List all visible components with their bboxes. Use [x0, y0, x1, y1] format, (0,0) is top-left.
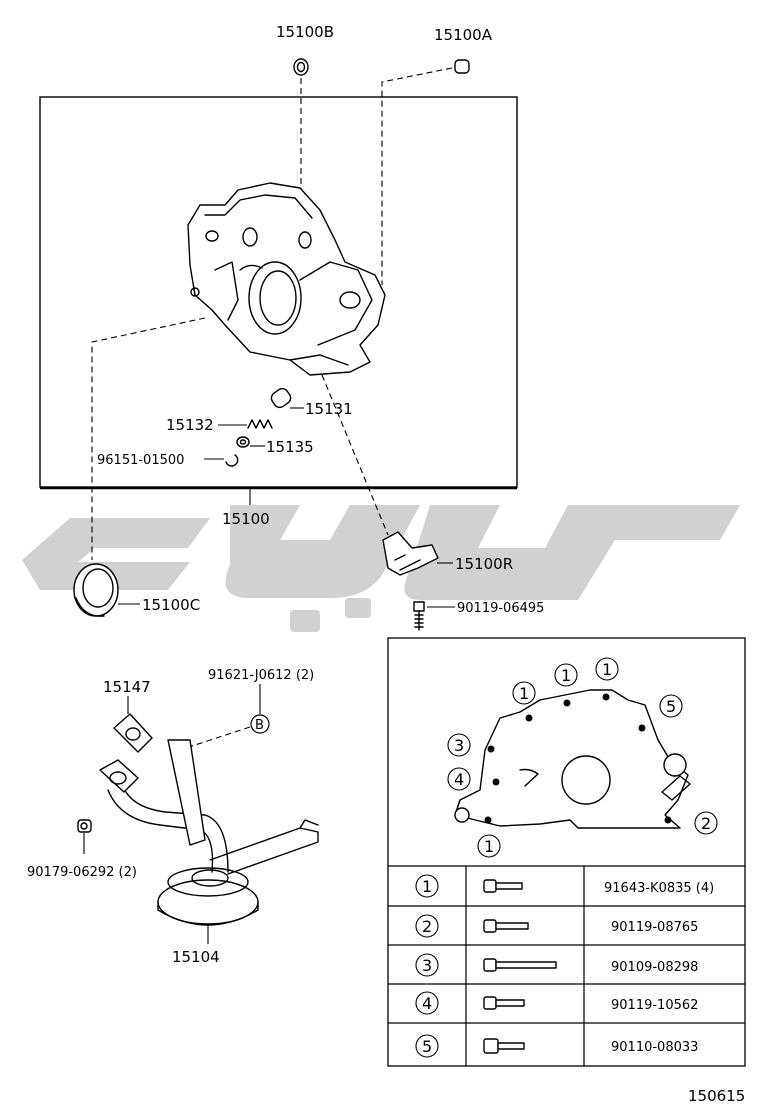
bolt-90119-06495: [413, 601, 425, 631]
table-part-number: 90119-10562: [611, 998, 698, 1013]
label-15132: 15132: [166, 416, 214, 434]
marker-1c: 1: [602, 660, 612, 679]
bolt-icon: [483, 996, 525, 1010]
bolt-ref-letter: B: [255, 718, 264, 733]
oil-pump-body: [187, 182, 386, 376]
marker-5: 5: [666, 697, 676, 716]
label-15100A: 15100A: [434, 26, 493, 44]
table-part-number: 90119-08765: [611, 920, 698, 935]
label-15104: 15104: [172, 948, 220, 966]
table-part-number: 90109-08298: [611, 960, 698, 975]
table-ref: 5: [422, 1037, 432, 1056]
table-row: 4 90119-10562: [415, 991, 698, 1015]
label-96151-01500: 96151-01500: [97, 453, 184, 468]
bolt-icon: [483, 958, 557, 972]
label-15131: 15131: [305, 400, 353, 418]
label-15100: 15100: [222, 510, 270, 528]
bolt-hole-dots: [484, 693, 672, 824]
oil-strainer: [99, 739, 319, 926]
oil-pressure-sensor: [382, 531, 439, 576]
marker-4: 4: [454, 770, 464, 789]
label-91621-J0612: 91621-J0612 (2): [208, 668, 314, 683]
diagram-code: 150615: [688, 1087, 745, 1105]
relief-valve-plunger: [270, 387, 292, 409]
label-15100R: 15100R: [455, 555, 513, 573]
leader-pump-to-sensor: [321, 374, 389, 536]
bolt-icon: [483, 1038, 525, 1054]
table-row: 1 91643-K0835 (4): [415, 874, 714, 898]
table-part-number: 90110-08033: [611, 1040, 698, 1055]
table-ref: 3: [422, 956, 432, 975]
leader-15100A: [381, 67, 453, 285]
table-ref: 4: [422, 994, 432, 1013]
pin-part: [454, 59, 470, 74]
label-90119-06495: 90119-06495: [457, 601, 544, 616]
strainer-gasket: [113, 713, 153, 753]
label-15100B: 15100B: [276, 23, 334, 41]
bolt-detail-box: [387, 637, 746, 1067]
pump-cover-outline: [454, 689, 691, 829]
marker-1d: 1: [484, 837, 494, 856]
watermark-logo: [22, 505, 740, 632]
spring-retainer: [236, 436, 250, 448]
oil-seal: [73, 563, 119, 617]
label-15100C: 15100C: [142, 596, 200, 614]
detail-markers: 1 1 1 5 3 4 1 2: [447, 657, 718, 858]
bolt-icon: [483, 879, 523, 893]
label-90179-06292: 90179-06292 (2): [27, 865, 137, 880]
bolt-ref-marker: [250, 714, 270, 734]
bolt-icon: [483, 919, 529, 933]
o-ring-part: [293, 58, 309, 76]
table-row: 3 90109-08298: [415, 953, 698, 977]
table-ref: 1: [422, 877, 432, 896]
label-15135: 15135: [266, 438, 314, 456]
table-row: 2 90119-08765: [415, 914, 698, 938]
leader-bolt-ref: [185, 726, 251, 749]
marker-3: 3: [454, 736, 464, 755]
marker-1b: 1: [561, 666, 571, 685]
relief-valve-spring: [247, 419, 273, 429]
nut-90179: [77, 819, 92, 833]
marker-2: 2: [701, 814, 711, 833]
bolt-table: 1 91643-K0835 (4) 2 90119-08765 3: [388, 865, 745, 1066]
table-part-number: 91643-K0835 (4): [604, 881, 714, 896]
marker-1a: 1: [519, 684, 529, 703]
snap-ring: [225, 454, 239, 467]
leader-pump-to-seal: [91, 317, 206, 560]
table-ref: 2: [422, 917, 432, 936]
label-15147: 15147: [103, 678, 151, 696]
table-row: 5 90110-08033: [415, 1034, 698, 1058]
